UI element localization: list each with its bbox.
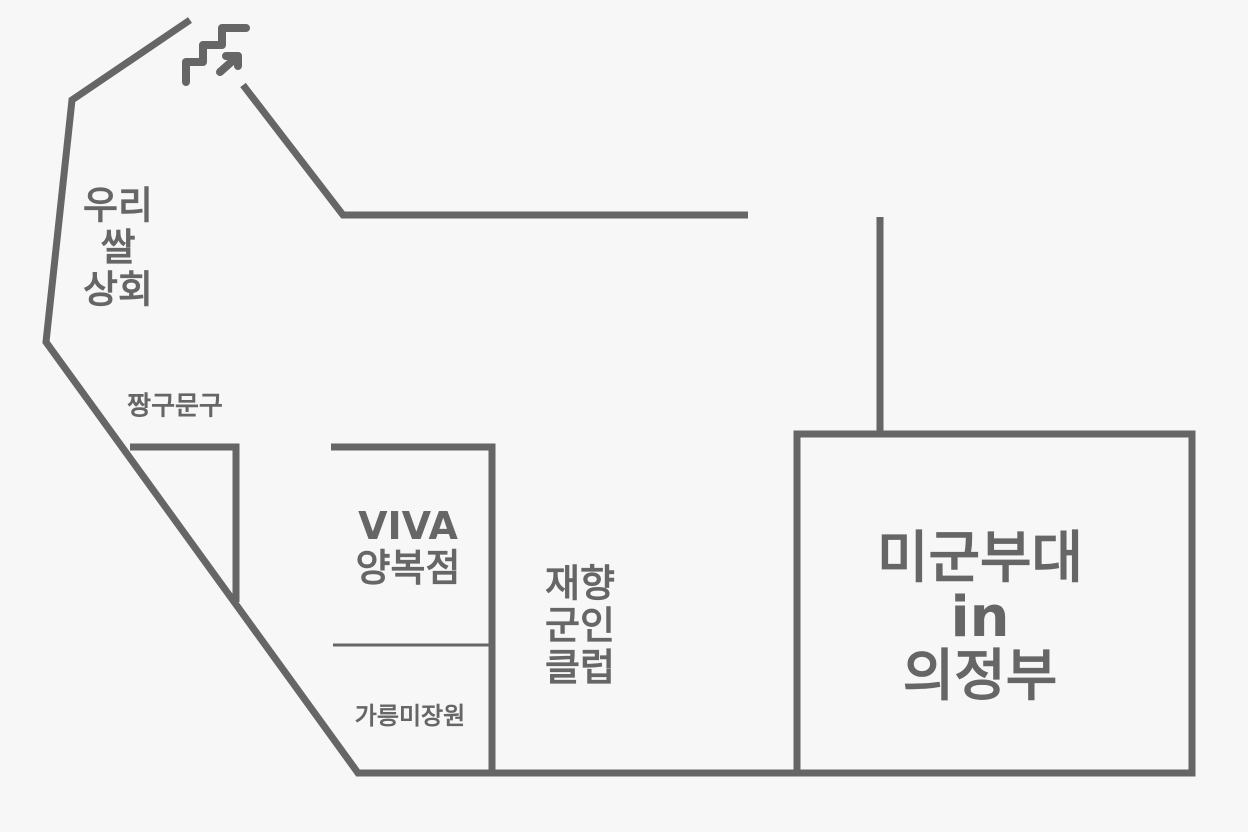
us-base-line1: 미군부대 [876, 525, 1084, 591]
tailor-room-wall [331, 443, 496, 773]
veterans-club-line3: 클럽 [545, 644, 615, 689]
rice-shop-line2: 쌀 [100, 225, 136, 270]
veterans-club-label: 재향 군인 클럽 [545, 563, 615, 688]
outer-left-wall [42, 17, 795, 777]
salon-label: 가릉미장원 [354, 701, 466, 730]
tailor-line1: VIVA [358, 504, 458, 549]
us-base-line3: 의정부 [902, 643, 1058, 709]
rice-shop-label: 우리 쌀 상회 [83, 185, 153, 310]
stationery-room-wall [130, 443, 240, 602]
tailor-label: VIVA 양복점 [355, 504, 461, 590]
tailor-line2: 양복점 [355, 546, 461, 590]
veterans-club-line2: 군인 [545, 603, 615, 648]
us-base-line2: in [950, 584, 1010, 650]
us-base-building [793, 430, 1196, 777]
rice-shop-line3: 상회 [83, 266, 153, 311]
rice-shop-line1: 우리 [83, 183, 153, 228]
stairs-up-icon [182, 24, 250, 86]
upper-wall [240, 82, 748, 219]
veterans-club-line1: 재향 [545, 561, 615, 606]
us-base-label: 미군부대 in 의정부 [876, 525, 1084, 709]
stationery-label: 짱구문구 [127, 391, 223, 422]
